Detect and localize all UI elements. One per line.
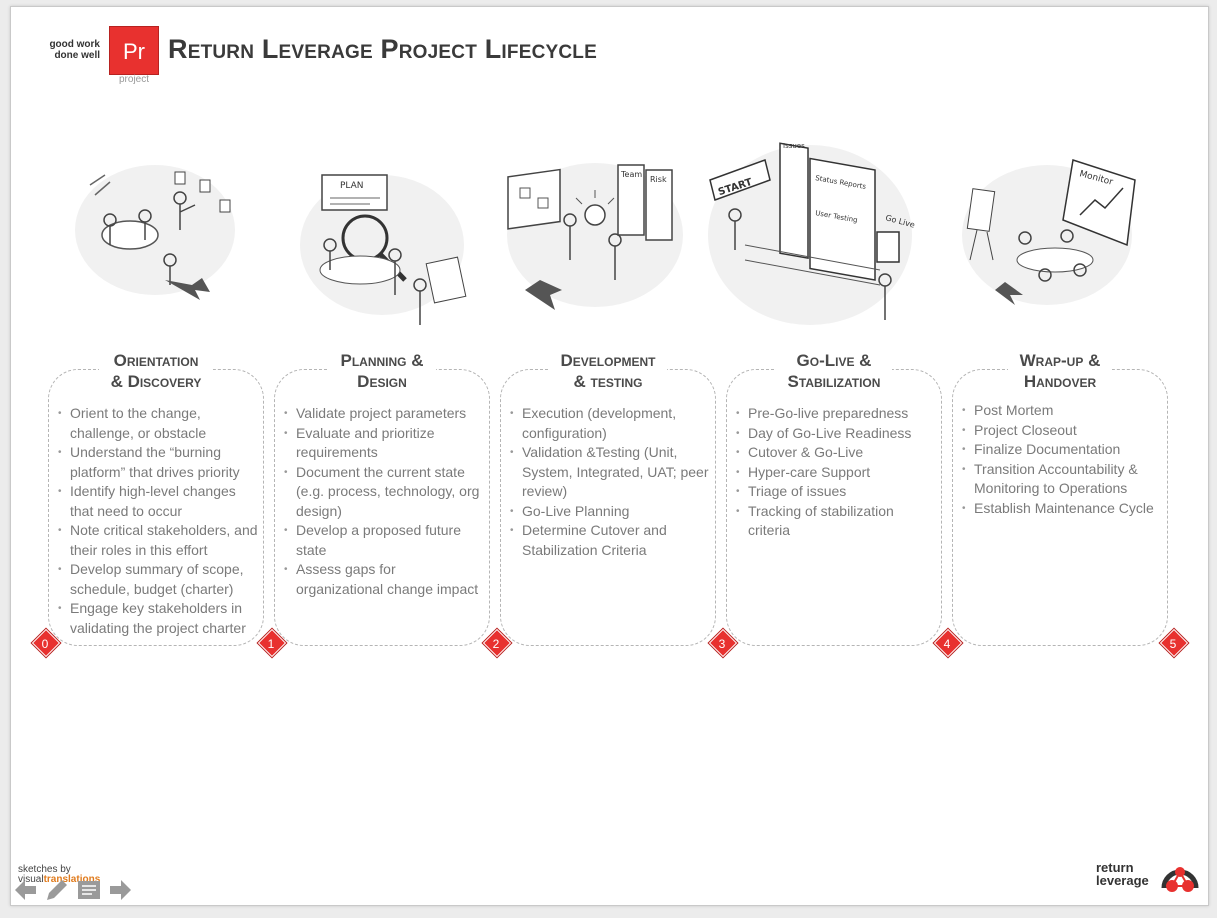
- list-item: Establish Maintenance Cycle: [962, 499, 1162, 519]
- tagline: good work done well: [40, 39, 100, 61]
- phase-golive-list: Pre-Go-live preparedness Day of Go-Live …: [736, 404, 936, 541]
- orientation-illustration: [75, 165, 235, 300]
- milestone-number-2: 2: [492, 637, 500, 651]
- phase-golive-title: Go-Live &Stabilization: [726, 350, 942, 392]
- golive-sketch: START Issues Status Reports User Testing…: [705, 120, 920, 340]
- list-item: Cutover & Go-Live: [736, 443, 936, 463]
- credit-brand-a: visual: [18, 874, 44, 885]
- risk-board-label: Risk: [650, 175, 667, 184]
- team-board-label: Team: [620, 170, 642, 179]
- brand-line2: leverage: [1096, 873, 1149, 888]
- pencil-icon[interactable]: [44, 877, 70, 903]
- list-item: Assess gaps for organizational change im…: [284, 560, 484, 599]
- list-item: Document the current state (e.g. process…: [284, 463, 484, 522]
- milestone-number-0: 0: [41, 637, 49, 651]
- list-item: Post Mortem: [962, 401, 1162, 421]
- list-item: Note critical stakeholders, and their ro…: [58, 521, 258, 560]
- phase-title-line1: Go-Live &: [790, 350, 878, 371]
- list-item: Orient to the change, challenge, or obst…: [58, 404, 258, 443]
- list-item: Identify high-level changes that need to…: [58, 482, 258, 521]
- phase-planning-list: Validate project parameters Evaluate and…: [284, 404, 484, 599]
- phase-title-line2: & Discovery: [104, 371, 208, 392]
- tagline-line1: good work: [49, 39, 100, 50]
- plan-board-label: PLAN: [340, 181, 364, 191]
- phase-development-title: Development& testing: [500, 350, 716, 392]
- list-item: Evaluate and prioritize requirements: [284, 424, 484, 463]
- credit-brand-b: translations: [43, 874, 101, 885]
- forward-arrow-icon[interactable]: [108, 877, 134, 903]
- list-item: Tracking of stabilization criteria: [736, 502, 936, 541]
- list-item: Validation &Testing (Unit, System, Integ…: [510, 443, 710, 502]
- issues-board-label: Issues: [783, 142, 805, 150]
- development-sketch: Team Risk: [500, 120, 690, 340]
- credit-line1: sketches by: [18, 864, 71, 875]
- phase-title-line2: & testing: [567, 371, 649, 392]
- return-leverage-logo-icon: [1160, 858, 1200, 894]
- list-item: Day of Go-Live Readiness: [736, 424, 936, 444]
- phase-orientation-title: Orientation& Discovery: [48, 350, 264, 392]
- list-item: Project Closeout: [962, 421, 1162, 441]
- phase-title-line1: Wrap-up &: [1013, 350, 1107, 371]
- phase-wrapup-title: Wrap-up &Handover: [952, 350, 1168, 392]
- sketch-credit: sketches by visualtranslations: [18, 865, 100, 885]
- phase-planning-title: Planning &Design: [274, 350, 490, 392]
- list-item: Validate project parameters: [284, 404, 484, 424]
- planning-illustration: PLAN: [300, 174, 467, 325]
- list-item: Determine Cutover and Stabilization Crit…: [510, 521, 710, 560]
- phase-title-line2: Handover: [1017, 371, 1103, 392]
- page-title: Return Leverage Project Lifecycle: [168, 34, 597, 64]
- brand-wordmark: return leverage: [1096, 861, 1149, 887]
- milestone-number-3: 3: [718, 637, 726, 651]
- planning-sketch: PLAN: [290, 120, 475, 340]
- milestone-number-5: 5: [1169, 637, 1177, 651]
- list-item: Develop a proposed future state: [284, 521, 484, 560]
- phase-title-line2: Design: [351, 371, 413, 392]
- back-arrow-icon[interactable]: [12, 877, 38, 903]
- list-item: Engage key stakeholders in validating th…: [58, 599, 258, 638]
- list-item: Pre-Go-live preparedness: [736, 404, 936, 424]
- phase-orientation-list: Orient to the change, challenge, or obst…: [58, 404, 258, 638]
- orientation-sketch: [70, 120, 250, 340]
- wrapup-sketch: Monitor: [955, 120, 1140, 340]
- phase-title-line1: Development: [554, 350, 662, 371]
- milestone-number-4: 4: [943, 637, 951, 651]
- list-item: Transition Accountability & Monitoring t…: [962, 460, 1162, 499]
- golive-illustration: START Issues Status Reports User Testing…: [708, 142, 916, 325]
- project-logo-label: project: [118, 74, 149, 85]
- list-item: Go-Live Planning: [510, 502, 710, 522]
- development-illustration: Team Risk: [507, 163, 683, 310]
- phase-title-line2: Stabilization: [781, 371, 887, 392]
- phase-wrapup-list: Post Mortem Project Closeout Finalize Do…: [962, 401, 1162, 518]
- list-item: Develop summary of scope, schedule, budg…: [58, 560, 258, 599]
- phase-title-line1: Orientation: [107, 350, 205, 371]
- brand-line1: return: [1096, 860, 1134, 875]
- list-item: Triage of issues: [736, 482, 936, 502]
- tagline-line2: done well: [54, 50, 100, 61]
- list-item: Finalize Documentation: [962, 440, 1162, 460]
- list-item: Execution (development, configuration): [510, 404, 710, 443]
- wrapup-illustration: Monitor: [962, 159, 1136, 305]
- phase-title-line1: Planning &: [334, 350, 430, 371]
- list-item: Hyper-care Support: [736, 463, 936, 483]
- notes-icon[interactable]: [76, 877, 102, 903]
- list-item: Understand the “burning platform” that d…: [58, 443, 258, 482]
- phase-development-list: Execution (development, configuration) V…: [510, 404, 710, 560]
- milestone-number-1: 1: [267, 637, 275, 651]
- project-logo: Pr: [109, 26, 159, 75]
